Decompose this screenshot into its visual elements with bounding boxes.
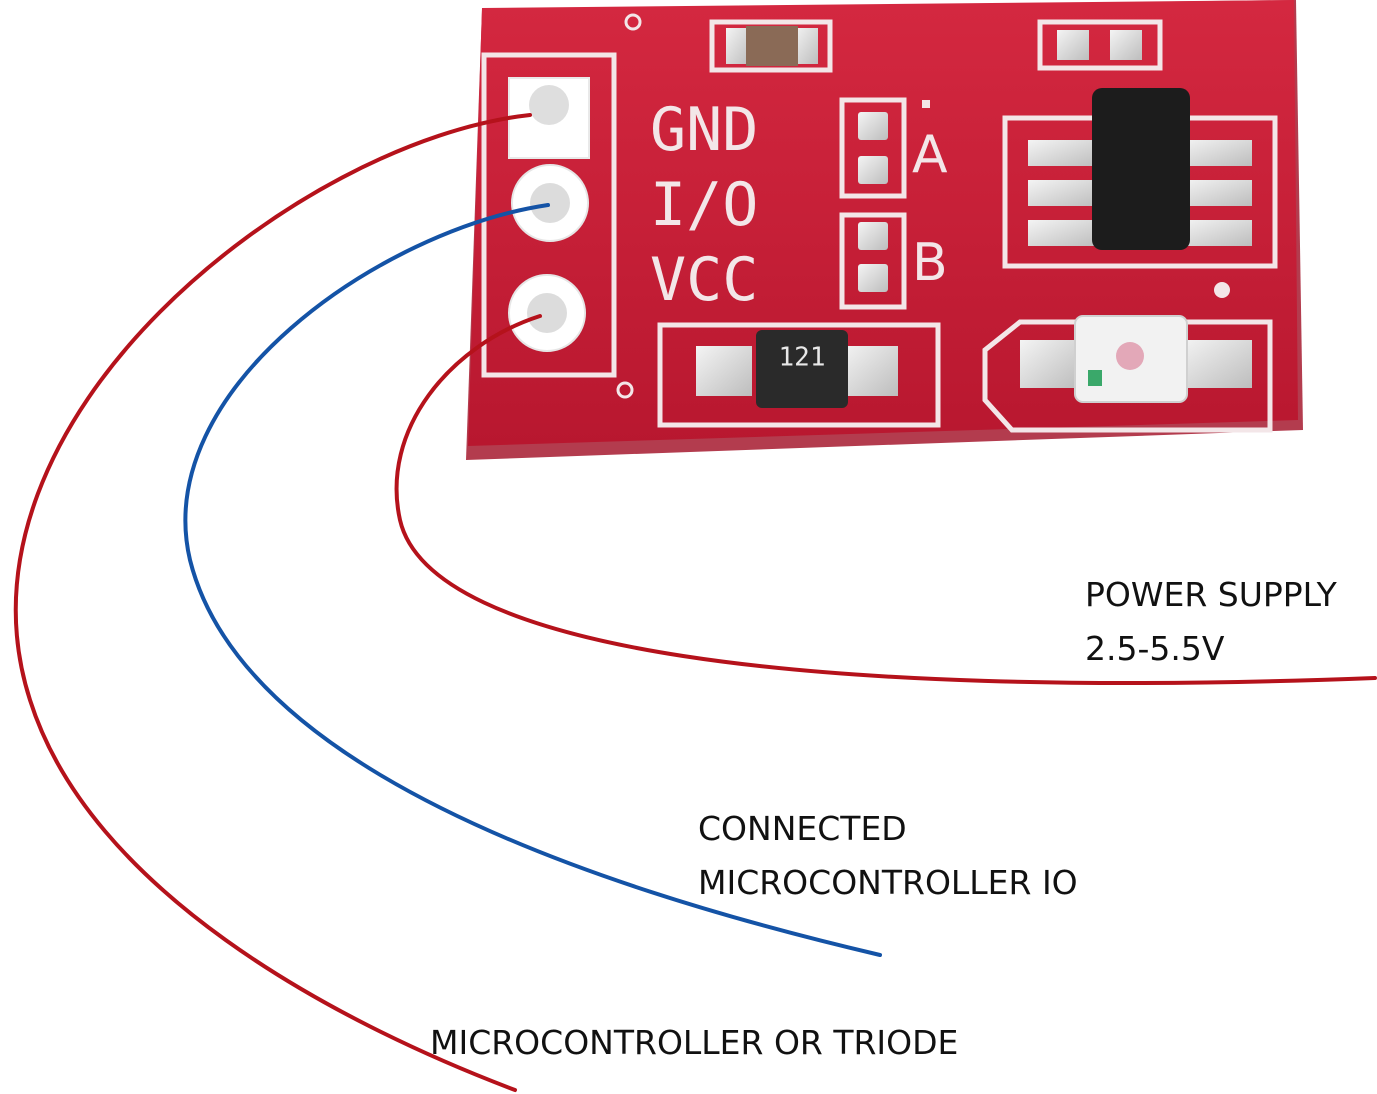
mounting-hole — [616, 381, 634, 399]
led-polarity-dot — [1214, 282, 1230, 298]
io-connection-line2: MICROCONTROLLER IO — [698, 863, 1078, 902]
capacitor-outline — [709, 19, 833, 73]
power-supply-voltage: 2.5-5.5V — [1085, 629, 1225, 668]
resistor-code: 121 — [779, 343, 826, 373]
top-right-pad — [1110, 30, 1142, 60]
wire-vcc — [394, 314, 1377, 686]
jumper-b-outline — [839, 212, 907, 310]
jumper-a-outline — [839, 97, 907, 199]
resistor-pad — [842, 346, 898, 396]
jumper-b-pad — [858, 222, 888, 250]
pin-pad-vcc — [508, 274, 586, 352]
pin-pad-gnd — [508, 77, 590, 159]
resistor-body — [756, 330, 848, 408]
wire-io — [183, 203, 882, 957]
jumper-a-pad — [858, 112, 888, 140]
mounting-hole — [624, 13, 642, 31]
io-connection-label: CONNECTED MICROCONTROLLER IO — [698, 802, 1078, 910]
capacitor-body — [746, 26, 798, 66]
ic-pins-right — [1180, 140, 1252, 246]
power-supply-title: POWER SUPPLY — [1085, 575, 1337, 614]
pin-label-vcc: VCC — [650, 245, 758, 315]
led-outline — [982, 319, 1273, 433]
power-supply-label: POWER SUPPLY 2.5-5.5V — [1085, 568, 1337, 676]
jumper-b-pad — [858, 264, 888, 292]
ic-pins-left — [1028, 140, 1098, 246]
jumper-label-a: A — [912, 125, 948, 185]
led-lens — [1116, 342, 1144, 370]
pcb-board: GND I/O VCC A B — [466, 0, 1303, 460]
led-marker — [1088, 370, 1102, 386]
pin-label-gnd: GND — [650, 95, 758, 165]
ground-connection-line1: MICROCONTROLLER OR TRIODE — [430, 1023, 959, 1062]
header-outline — [481, 52, 617, 378]
jumper-dot — [922, 100, 930, 108]
pin-pad-io — [511, 164, 589, 242]
io-connection-line1: CONNECTED — [698, 809, 907, 848]
jumper-a-pad — [858, 156, 888, 184]
resistor-outline — [657, 322, 941, 428]
top-right-outline — [1037, 19, 1163, 71]
top-right-pad — [1057, 30, 1089, 60]
pin-label-io: I/O — [650, 170, 758, 240]
ic-chip — [1092, 88, 1190, 250]
wire-gnd — [14, 113, 532, 1092]
resistor-pad — [696, 346, 752, 396]
led-pad — [1020, 340, 1078, 388]
led-pad — [1180, 340, 1252, 388]
jumper-label-b: B — [912, 233, 948, 293]
ground-connection-label: MICROCONTROLLER OR TRIODE — [430, 1016, 958, 1070]
